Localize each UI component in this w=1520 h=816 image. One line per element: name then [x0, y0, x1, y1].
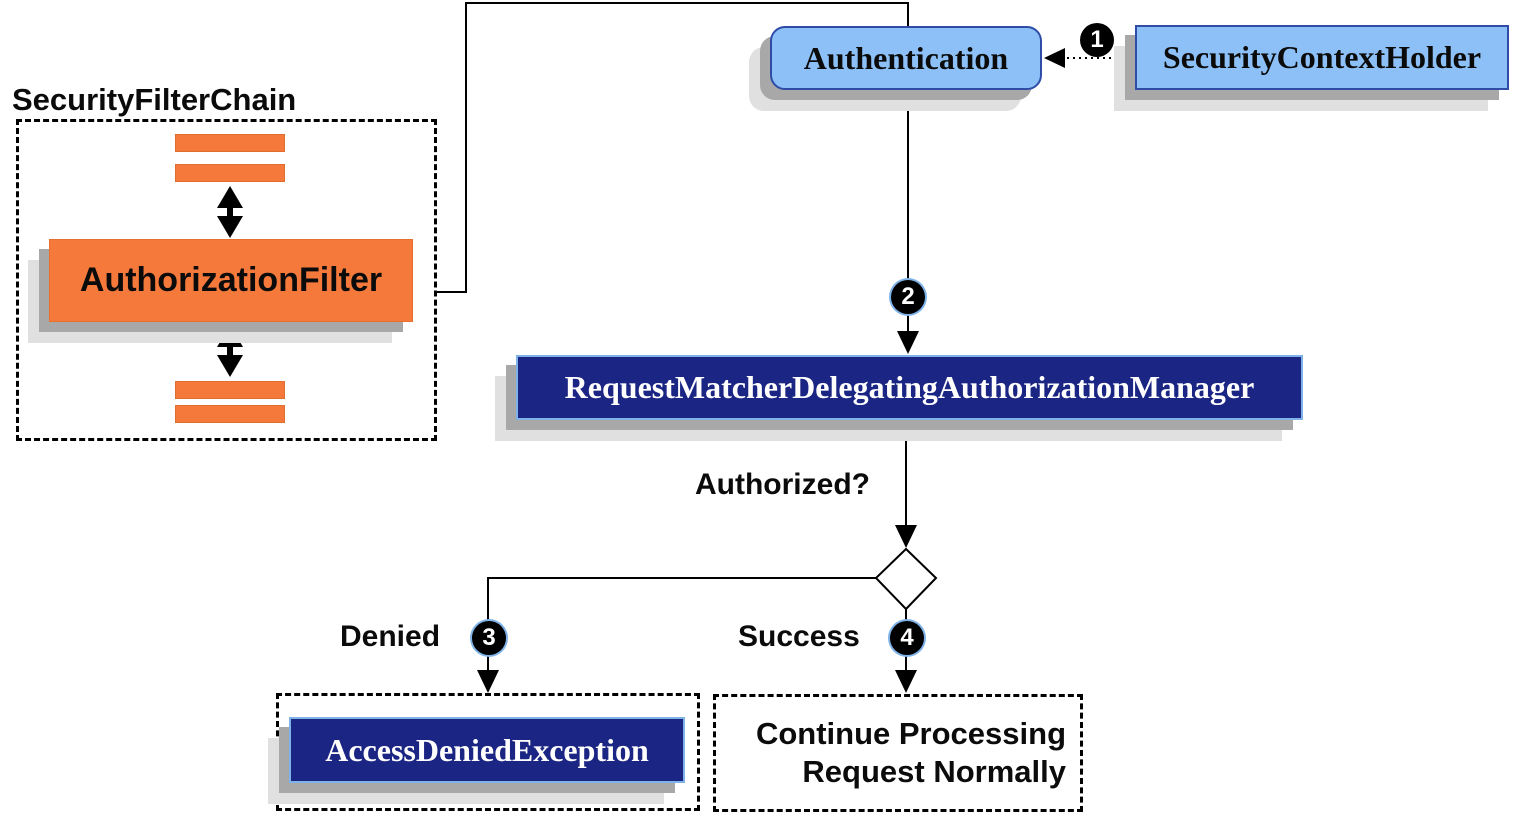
arrowhead-down-into-manager-icon [897, 331, 919, 354]
authorized-question-label: Authorized? [695, 468, 870, 501]
continue-processing-box: Continue Processing Request Normally [713, 694, 1083, 812]
step-2-badge: 2 [891, 280, 925, 314]
arrowhead-left-icon [1044, 48, 1065, 68]
continue-processing-line1: Continue Processing [755, 716, 1066, 751]
request-matcher-manager-label: RequestMatcherDelegatingAuthorizationMan… [564, 369, 1255, 405]
step-4-badge: 4 [890, 621, 924, 655]
filter-bar [175, 134, 285, 152]
access-denied-exception-box: AccessDeniedException [289, 717, 685, 783]
arrowhead-down-success-icon [895, 670, 917, 693]
step-1-badge: 1 [1080, 23, 1114, 57]
step-3-badge: 3 [472, 621, 506, 655]
authentication-box: Authentication [770, 26, 1042, 90]
continue-processing-line2: Request Normally [802, 754, 1066, 789]
authentication-label: Authentication [803, 39, 1009, 76]
security-filter-chain-box [16, 119, 437, 441]
arrowhead-down-to-diamond-icon [895, 525, 917, 548]
decision-diamond [874, 547, 938, 611]
success-label: Success [738, 620, 860, 653]
authorization-filter-box: AuthorizationFilter [49, 239, 413, 322]
filter-bar [175, 381, 285, 399]
denied-label: Denied [340, 620, 441, 653]
arrowhead-down-denied-icon [477, 670, 499, 693]
access-denied-exception-label: AccessDeniedException [325, 731, 649, 768]
request-matcher-manager-box: RequestMatcherDelegatingAuthorizationMan… [516, 355, 1303, 420]
filter-bar [175, 405, 285, 423]
authorization-filter-label: AuthorizationFilter [79, 261, 383, 299]
security-context-holder-label: SecurityContextHolder [1162, 39, 1482, 75]
filter-bar [175, 164, 285, 182]
security-context-holder-box: SecurityContextHolder [1135, 25, 1509, 90]
security-filter-chain-title: SecurityFilterChain [12, 82, 297, 117]
access-denied-dashed-box [276, 693, 700, 811]
